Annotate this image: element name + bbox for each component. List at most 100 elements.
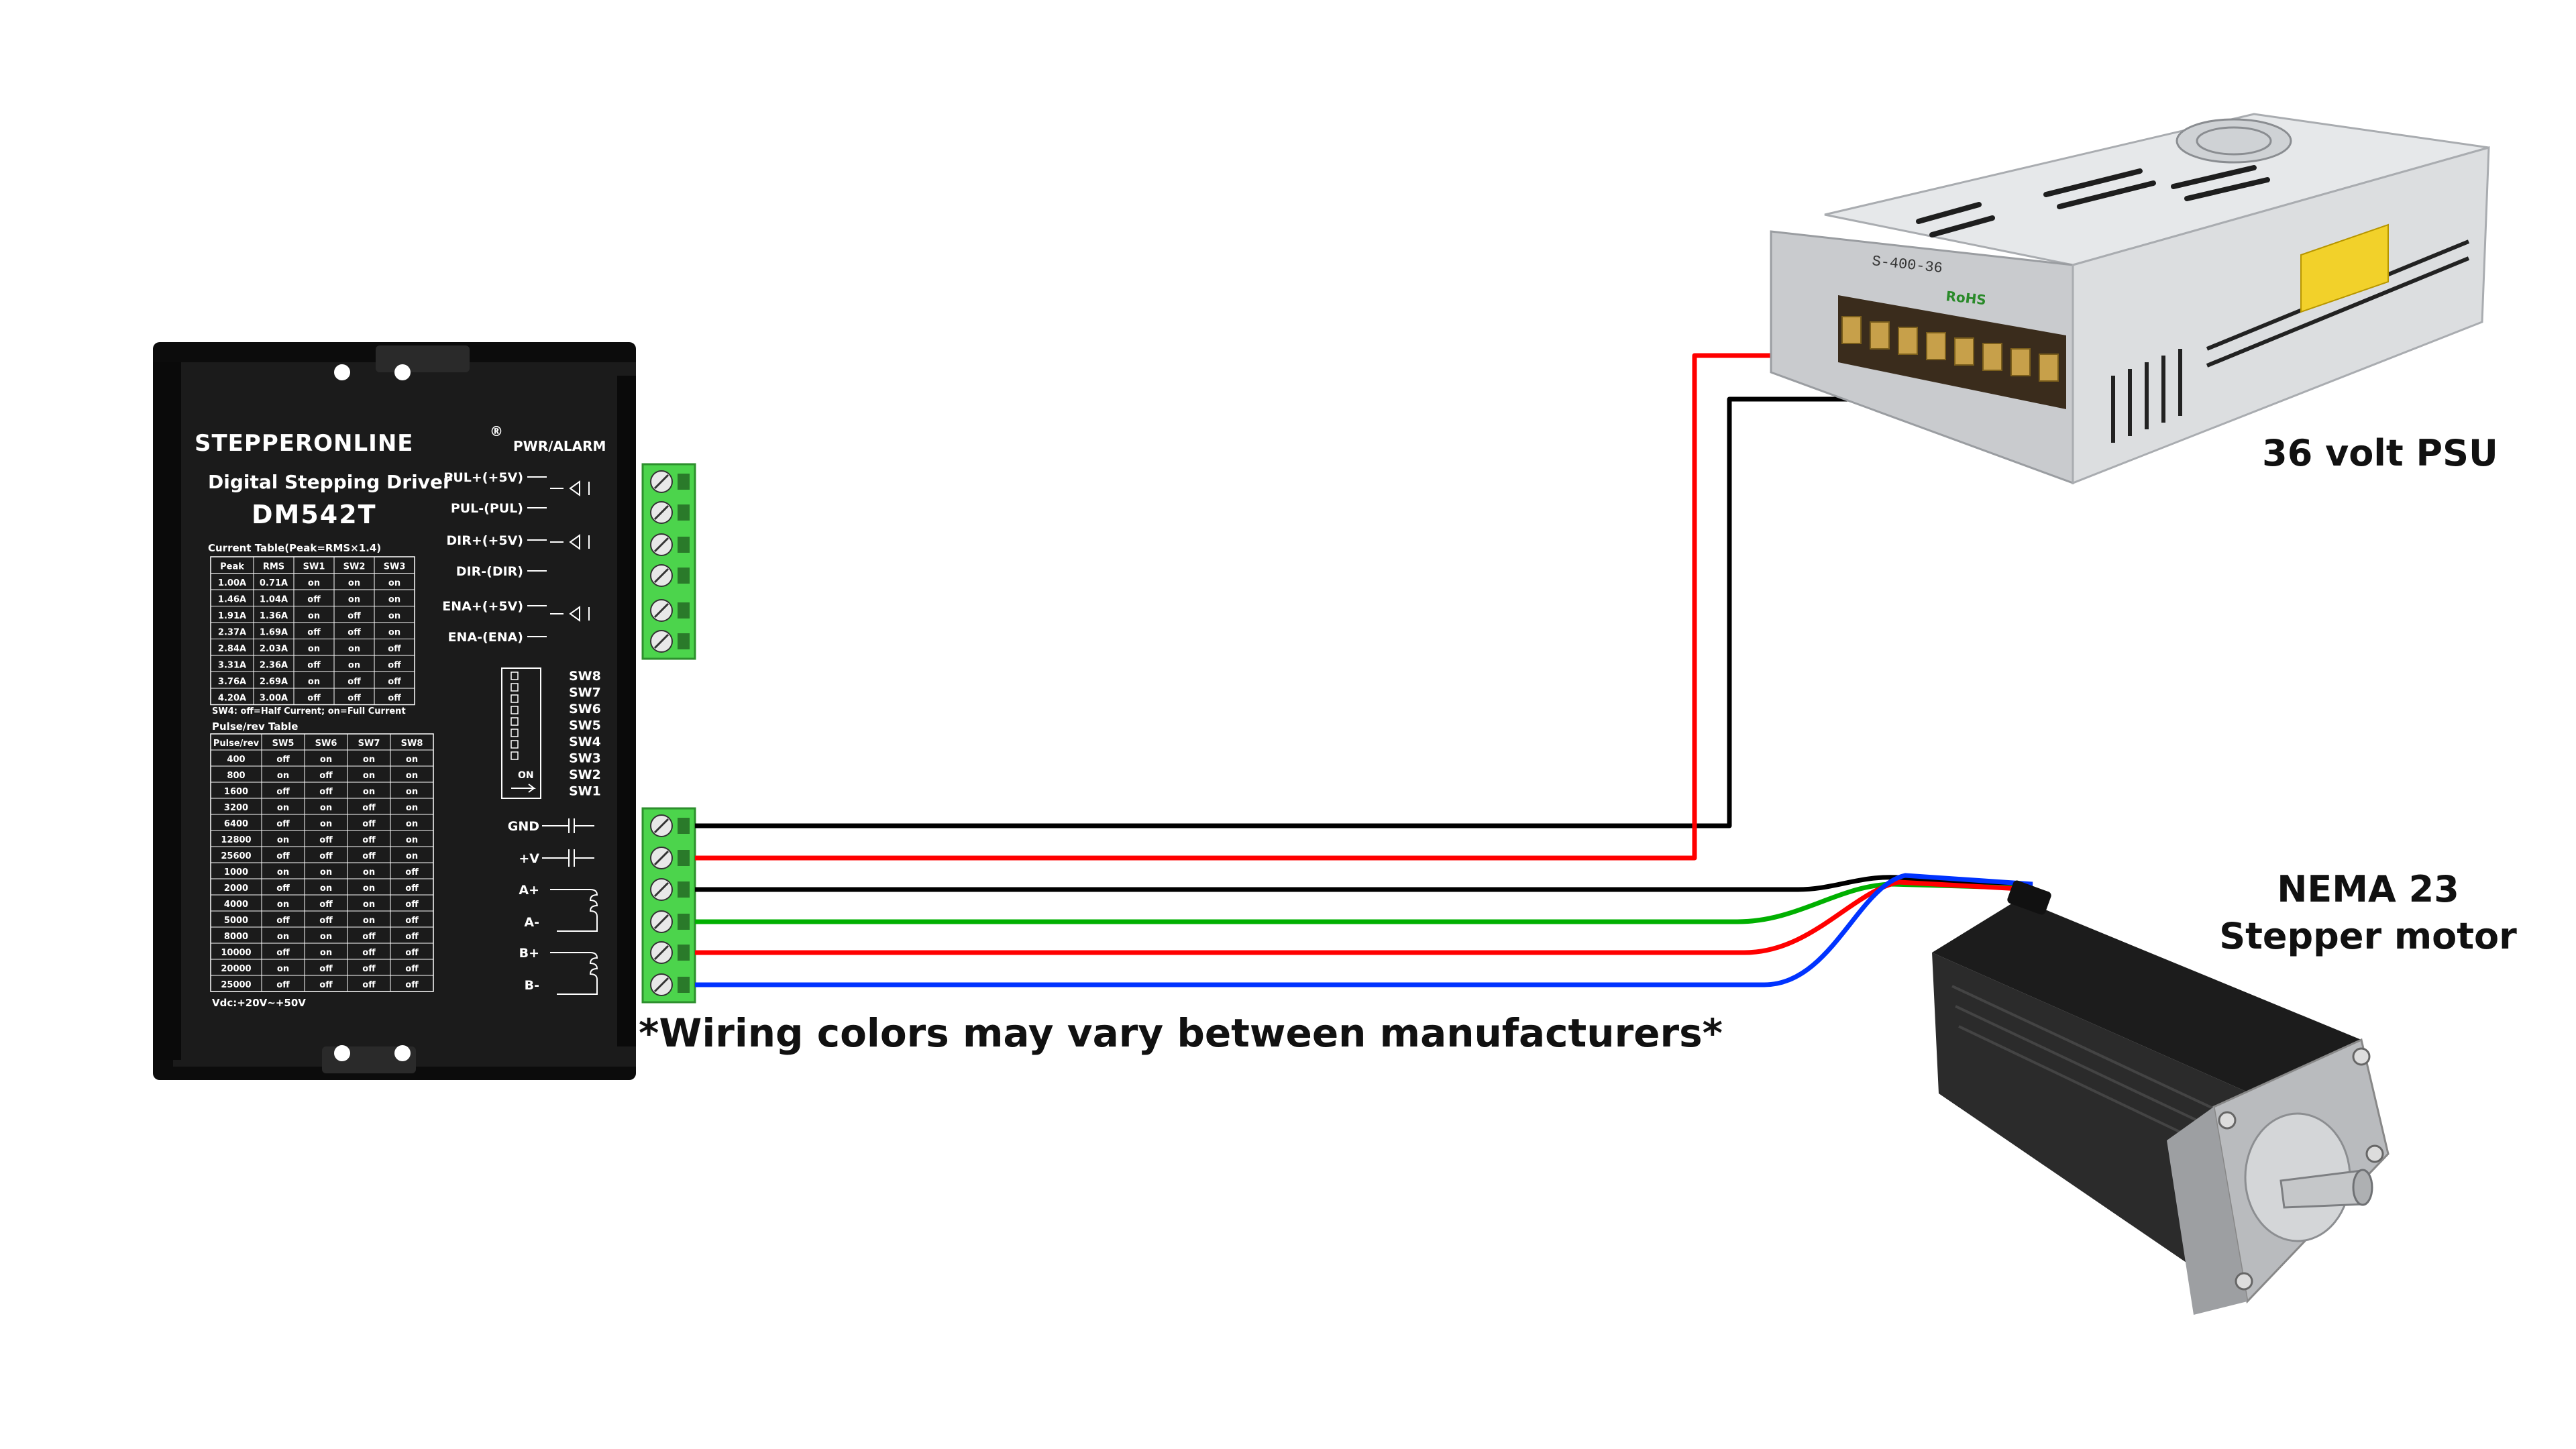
pulse-table-cell: on (277, 803, 289, 813)
current-table-cell: off (307, 694, 321, 704)
pulse-table-cell: 1000 (224, 867, 248, 877)
current-table-cell: 1.00A (218, 578, 246, 588)
dip-slot (511, 729, 519, 737)
pulse-table-cell: off (276, 755, 290, 765)
pulse-table-cell: off (405, 916, 419, 926)
pulse-table-cell: on (363, 900, 375, 910)
psu-screw-icon (1954, 337, 1974, 366)
current-table-cell: off (388, 677, 401, 687)
pulse-table-cell: 2000 (224, 883, 248, 894)
pulse-table-cell: off (405, 867, 419, 877)
pulse-table-header: Pulse/rev (213, 739, 260, 749)
pulse-table-cell: off (319, 835, 333, 845)
pulse-table-header: SW8 (401, 739, 423, 749)
pulse-table-cell: off (362, 835, 376, 845)
driver-model: DM542T (252, 500, 377, 529)
pulse-table-cell: 6400 (224, 819, 248, 829)
current-table-cell: 2.69A (260, 677, 288, 687)
pulse-table-cell: on (406, 771, 418, 781)
wire-aplus (695, 875, 2033, 892)
pulse-table-header: SW5 (272, 739, 294, 749)
current-table-cell: on (388, 611, 400, 621)
pulse-table-cell: on (277, 900, 289, 910)
current-table-header: RMS (263, 562, 284, 572)
pulse-table-cell: 800 (227, 771, 245, 781)
pulse-table-cell: on (320, 932, 332, 942)
current-table-cell: off (307, 595, 321, 605)
pulse-table-cell: on (320, 819, 332, 829)
dip-slot (511, 740, 519, 749)
signal-label: PUL+(+5V) (443, 470, 523, 485)
current-table-cell: on (348, 595, 360, 605)
current-table-cell: 2.03A (260, 644, 288, 654)
wire-aminus (695, 881, 2033, 924)
signal-label: ENA+(+5V) (442, 599, 523, 614)
dip-switch-block (501, 667, 541, 799)
pulse-table-cell: 25600 (221, 851, 251, 861)
motor-label-line2: Stepper motor (2219, 915, 2517, 957)
pulse-table-cell: off (276, 948, 290, 958)
pulse-table-cell: 12800 (221, 835, 251, 845)
current-table-title: Current Table(Peak=RMS×1.4) (208, 542, 381, 554)
driver-registered-mark: ® (490, 423, 503, 439)
wire-bplus (695, 879, 2033, 955)
pulse-table-cell: on (363, 867, 375, 877)
dip-slot (511, 717, 519, 726)
pulse-table-cell: on (320, 867, 332, 877)
dip-slot (511, 672, 519, 680)
pulse-table-cell: off (362, 948, 376, 958)
pulse-table-cell: 400 (227, 755, 245, 765)
psu-screw-icon (1898, 327, 1918, 355)
power-terminal-label: B+ (519, 946, 539, 961)
pulse-table-cell: 1600 (224, 787, 248, 797)
signal-label: PUL-(PUL) (451, 501, 523, 516)
current-table-header: SW2 (343, 562, 366, 572)
current-table-header: Peak (220, 562, 244, 572)
pulse-table-header: SW6 (315, 739, 337, 749)
current-table-cell: 3.76A (218, 677, 246, 687)
pulse-table-cell: on (277, 964, 289, 974)
power-terminal-block (641, 807, 696, 1004)
dip-slots (511, 672, 519, 760)
pulse-table-cell: on (277, 835, 289, 845)
wires (695, 353, 2033, 987)
pulse-table-cell: off (362, 980, 376, 990)
driver-subtitle: Digital Stepping Driver (208, 471, 452, 493)
pulse-table-cell: on (320, 803, 332, 813)
current-table-cell: 1.04A (260, 595, 288, 605)
psu-screw-icon (2010, 348, 2031, 376)
pulse-table-cell: 5000 (224, 916, 248, 926)
dip-label: SW4 (569, 735, 601, 749)
current-table-cell: 1.46A (218, 595, 246, 605)
current-table-cell: on (388, 595, 400, 605)
pulse-table-cell: off (405, 964, 419, 974)
pulse-table-cell: on (363, 916, 375, 926)
current-table-cell: off (388, 661, 401, 671)
current-table-cell: off (347, 677, 361, 687)
current-table-cell: on (308, 578, 320, 588)
pulse-table-cell: off (405, 932, 419, 942)
power-terminal-label: GND (508, 819, 539, 834)
pulse-table-cell: on (363, 771, 375, 781)
psu-terminal-screws (1841, 316, 2059, 382)
pulse-table-cell: off (362, 819, 376, 829)
dip-label: SW7 (569, 686, 601, 700)
signal-label: DIR-(DIR) (456, 564, 523, 579)
current-table-cell: off (347, 628, 361, 638)
pulse-table-cell: on (277, 867, 289, 877)
dip-on-label: ON (518, 770, 534, 781)
pulse-table-cell: off (319, 771, 333, 781)
current-table-cell: on (308, 644, 320, 654)
pulse-table-cell: off (319, 964, 333, 974)
current-table-cell: 1.69A (260, 628, 288, 638)
pulse-table-cell: 25000 (221, 980, 251, 990)
pulse-table-cell: off (362, 964, 376, 974)
current-table-cell: 0.71A (260, 578, 288, 588)
signal-labels: PUL+(+5V)PUL-(PUL)DIR+(+5V)DIR-(DIR)ENA+… (442, 470, 547, 645)
wiring-note: *Wiring colors may vary between manufact… (639, 1010, 1723, 1056)
psu-screw-icon (1982, 343, 2002, 371)
psu-screw-icon (1841, 316, 1862, 344)
